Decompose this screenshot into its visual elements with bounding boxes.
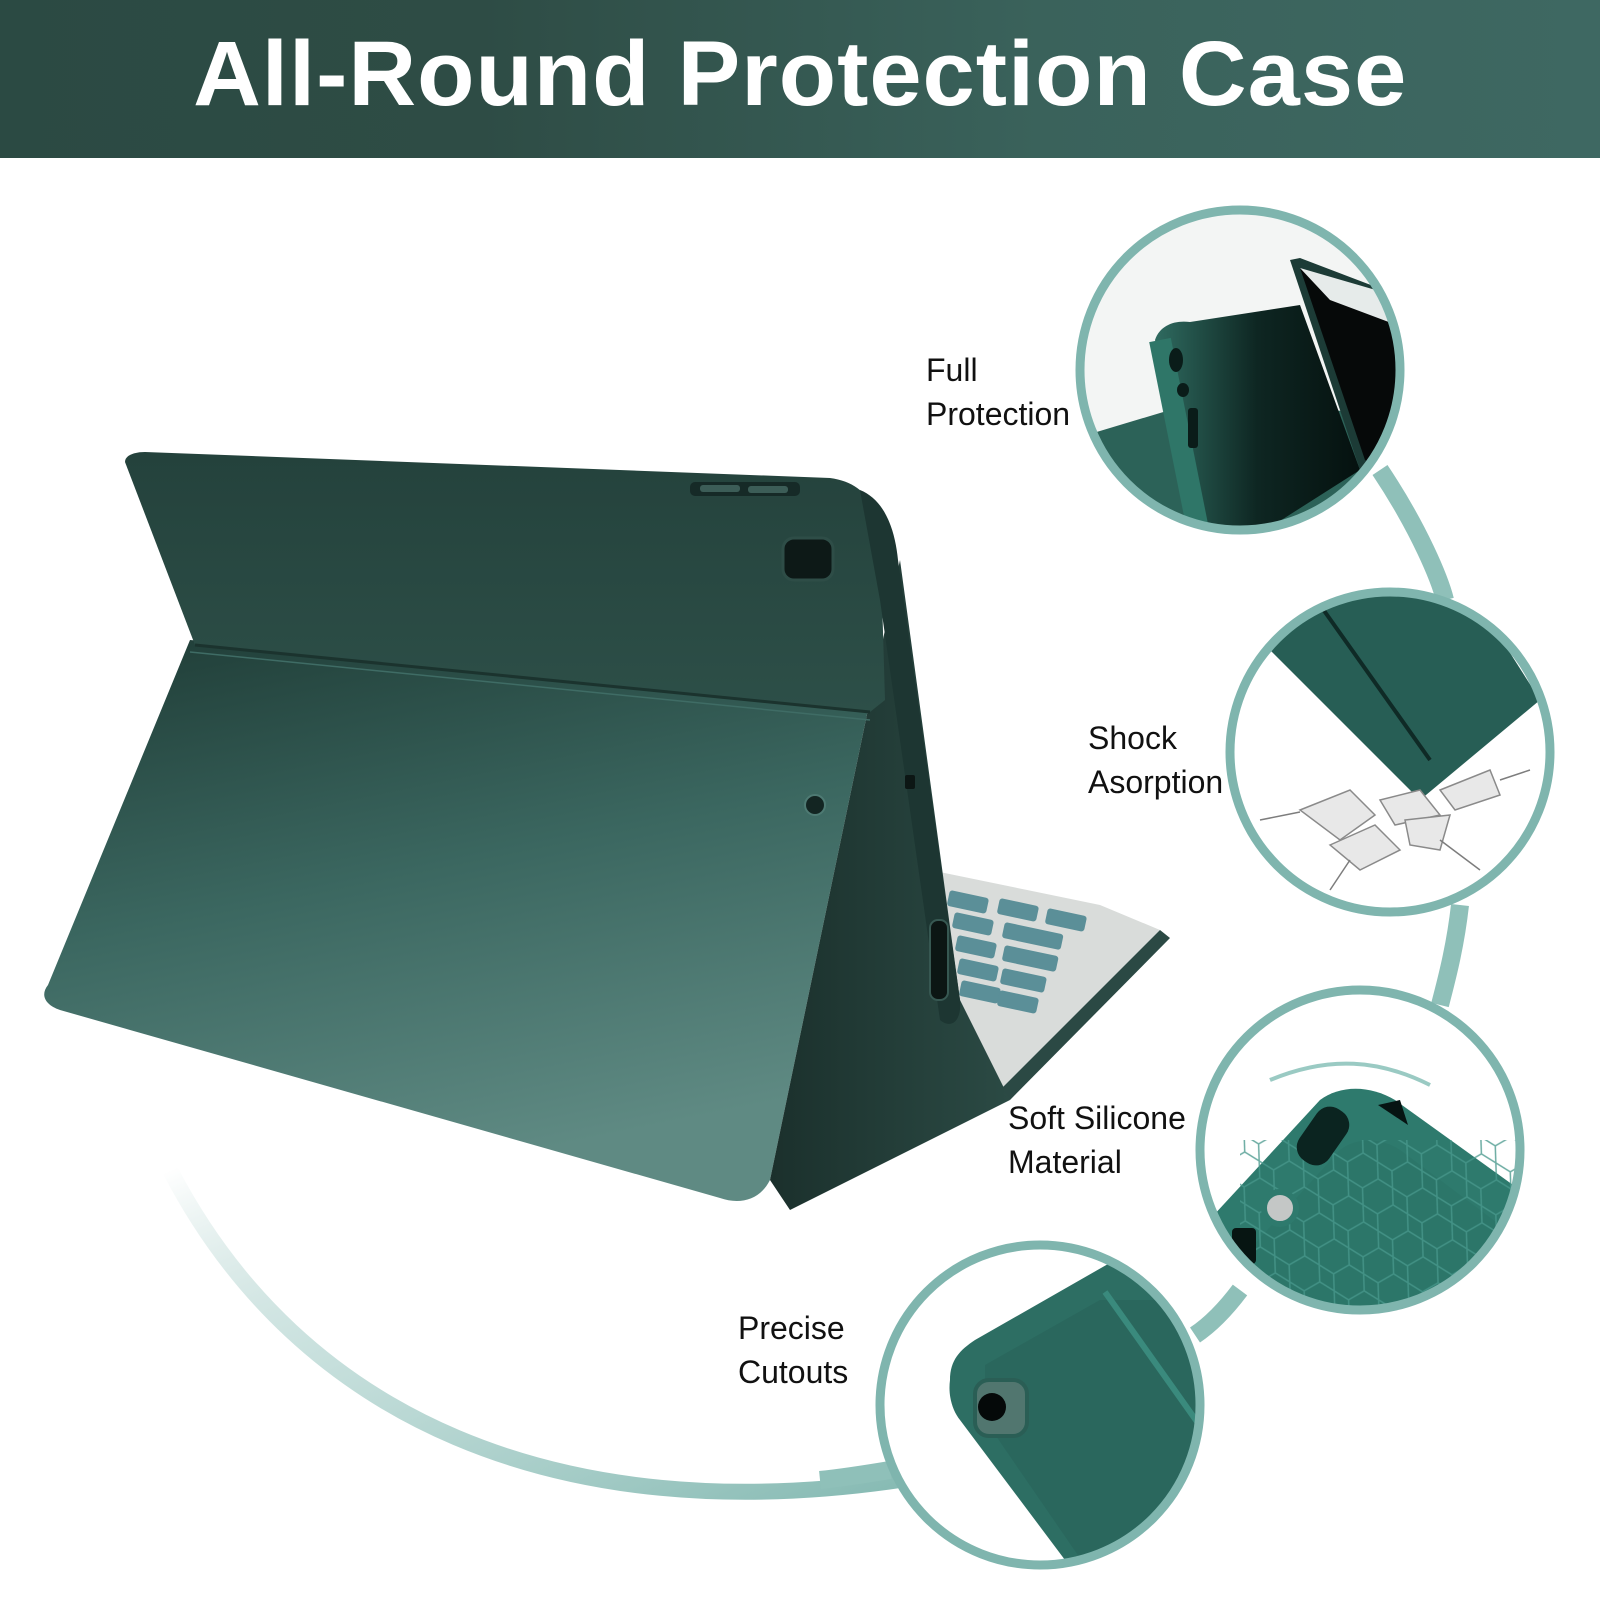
main-case-illustration — [44, 452, 1170, 1210]
connector-band — [819, 1461, 892, 1489]
connector-band — [1431, 904, 1469, 1008]
feature-label-shock-absorption: Shock Asorption — [1088, 720, 1224, 800]
connector-band — [1372, 465, 1454, 603]
page-title: All-Round Protection Case — [192, 22, 1408, 125]
header-banner: All-Round Protection Case — [0, 0, 1600, 158]
feature-circle-soft-silicone — [1200, 990, 1520, 1310]
feature-circle-precise-cutouts — [880, 1245, 1200, 1565]
feature-label-soft-silicone: Soft Silicone Material — [1008, 1100, 1186, 1180]
feature-circle-shock-absorption — [1230, 592, 1550, 910]
feature-label-precise-cutouts: Precise Cutouts — [738, 1310, 849, 1390]
feature-circle-full-protection — [1080, 210, 1400, 530]
connector-band — [1189, 1284, 1248, 1343]
feature-label-full-protection: Full Protection — [926, 352, 1071, 432]
decorative-arc — [162, 1162, 908, 1500]
